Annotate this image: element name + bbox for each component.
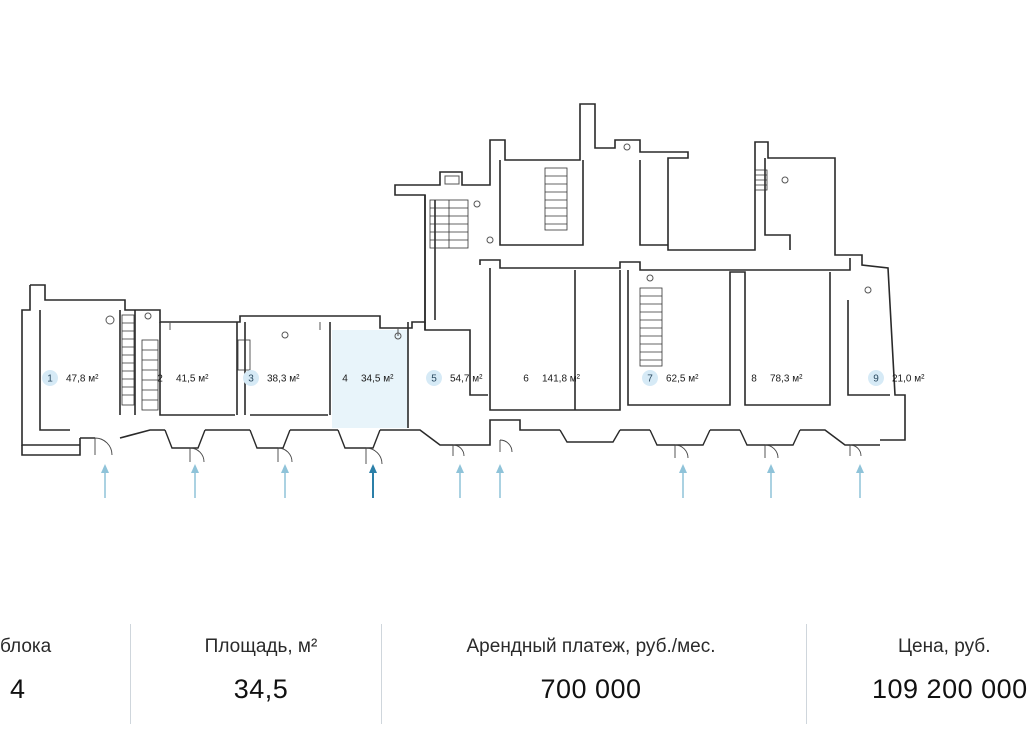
unit-badge <box>642 370 658 386</box>
entrance-arrow <box>496 464 504 498</box>
entrance-arrow <box>856 464 864 498</box>
unit-number: 7 <box>647 374 653 385</box>
unit-label-7[interactable]: 7 62,5 м² <box>642 370 699 386</box>
unit-label-4[interactable]: 4 34,5 м² <box>342 374 394 385</box>
unit-number: 9 <box>873 374 879 385</box>
facade <box>80 419 880 446</box>
entrance-arrow <box>456 464 464 498</box>
doors <box>94 437 862 465</box>
floor-plan: 1 47,8 м² 2 41,5 м² 3 38,3 м² 4 34,5 м² 5 54,7 м²… <box>21 103 925 498</box>
block-label: блока <box>0 636 52 657</box>
unit-area: 54,7 м² <box>450 374 483 385</box>
unit-area: 21,0 м² <box>892 374 925 385</box>
unit-number: 3 <box>248 374 254 385</box>
unit-label-2[interactable]: 2 41,5 м² <box>157 374 209 385</box>
unit-area: 34,5 м² <box>361 374 394 385</box>
divider <box>130 624 131 724</box>
unit-area: 62,5 м² <box>666 374 699 385</box>
entrance-arrow <box>281 464 289 498</box>
unit-badge <box>868 370 884 386</box>
selected-unit-highlight <box>332 330 408 428</box>
divider <box>381 624 382 724</box>
unit-badge <box>426 370 442 386</box>
entrance-arrow <box>369 464 377 498</box>
divider <box>806 624 807 724</box>
unit-label-3[interactable]: 3 38,3 м² <box>243 370 300 386</box>
block-value: 4 <box>10 674 26 704</box>
fixtures <box>105 143 872 340</box>
entrance-arrows <box>101 464 864 498</box>
unit-number: 2 <box>157 374 163 385</box>
unit-number: 5 <box>431 374 437 385</box>
entrance-arrow <box>767 464 775 498</box>
unit-label-1[interactable]: 1 47,8 м² <box>42 370 99 386</box>
unit-area: 141,8 м² <box>542 374 581 385</box>
rent-value: 700 000 <box>540 674 642 704</box>
entrance-arrow <box>191 464 199 498</box>
unit-label-8[interactable]: 8 78,3 м² <box>751 374 803 385</box>
unit-area: 38,3 м² <box>267 374 300 385</box>
unit-number: 1 <box>47 374 53 385</box>
unit-area: 47,8 м² <box>66 374 99 385</box>
price-label: Цена, руб. <box>898 636 991 657</box>
unit-number: 6 <box>523 374 529 385</box>
building-outline <box>30 103 906 441</box>
unit-number: 4 <box>342 374 348 385</box>
area-label: Площадь, м² <box>204 636 318 657</box>
unit-label-6[interactable]: 6 141,8 м² <box>523 374 580 385</box>
unit-label-9[interactable]: 9 21,0 м² <box>868 370 925 386</box>
unit-area: 78,3 м² <box>770 374 803 385</box>
rent-label: Арендный платеж, руб./мес. <box>466 636 716 657</box>
unit-labels: 1 47,8 м² 2 41,5 м² 3 38,3 м² 4 34,5 м² 5 54,7 м²… <box>42 370 925 386</box>
price-value: 109 200 000 <box>872 674 1028 704</box>
unit-badge <box>243 370 259 386</box>
entrance-arrow <box>101 464 109 498</box>
entrance-arrow <box>679 464 687 498</box>
unit-area: 41,5 м² <box>176 374 209 385</box>
unit-label-5[interactable]: 5 54,7 м² <box>426 370 483 386</box>
stairs <box>121 167 768 411</box>
unit-number: 8 <box>751 374 757 385</box>
unit-badge <box>42 370 58 386</box>
area-value: 34,5 <box>233 674 289 704</box>
bay-windows <box>164 429 801 449</box>
unit-info-panel: блока 4 Площадь, м² 34,5 Арендный платеж… <box>0 620 1027 730</box>
